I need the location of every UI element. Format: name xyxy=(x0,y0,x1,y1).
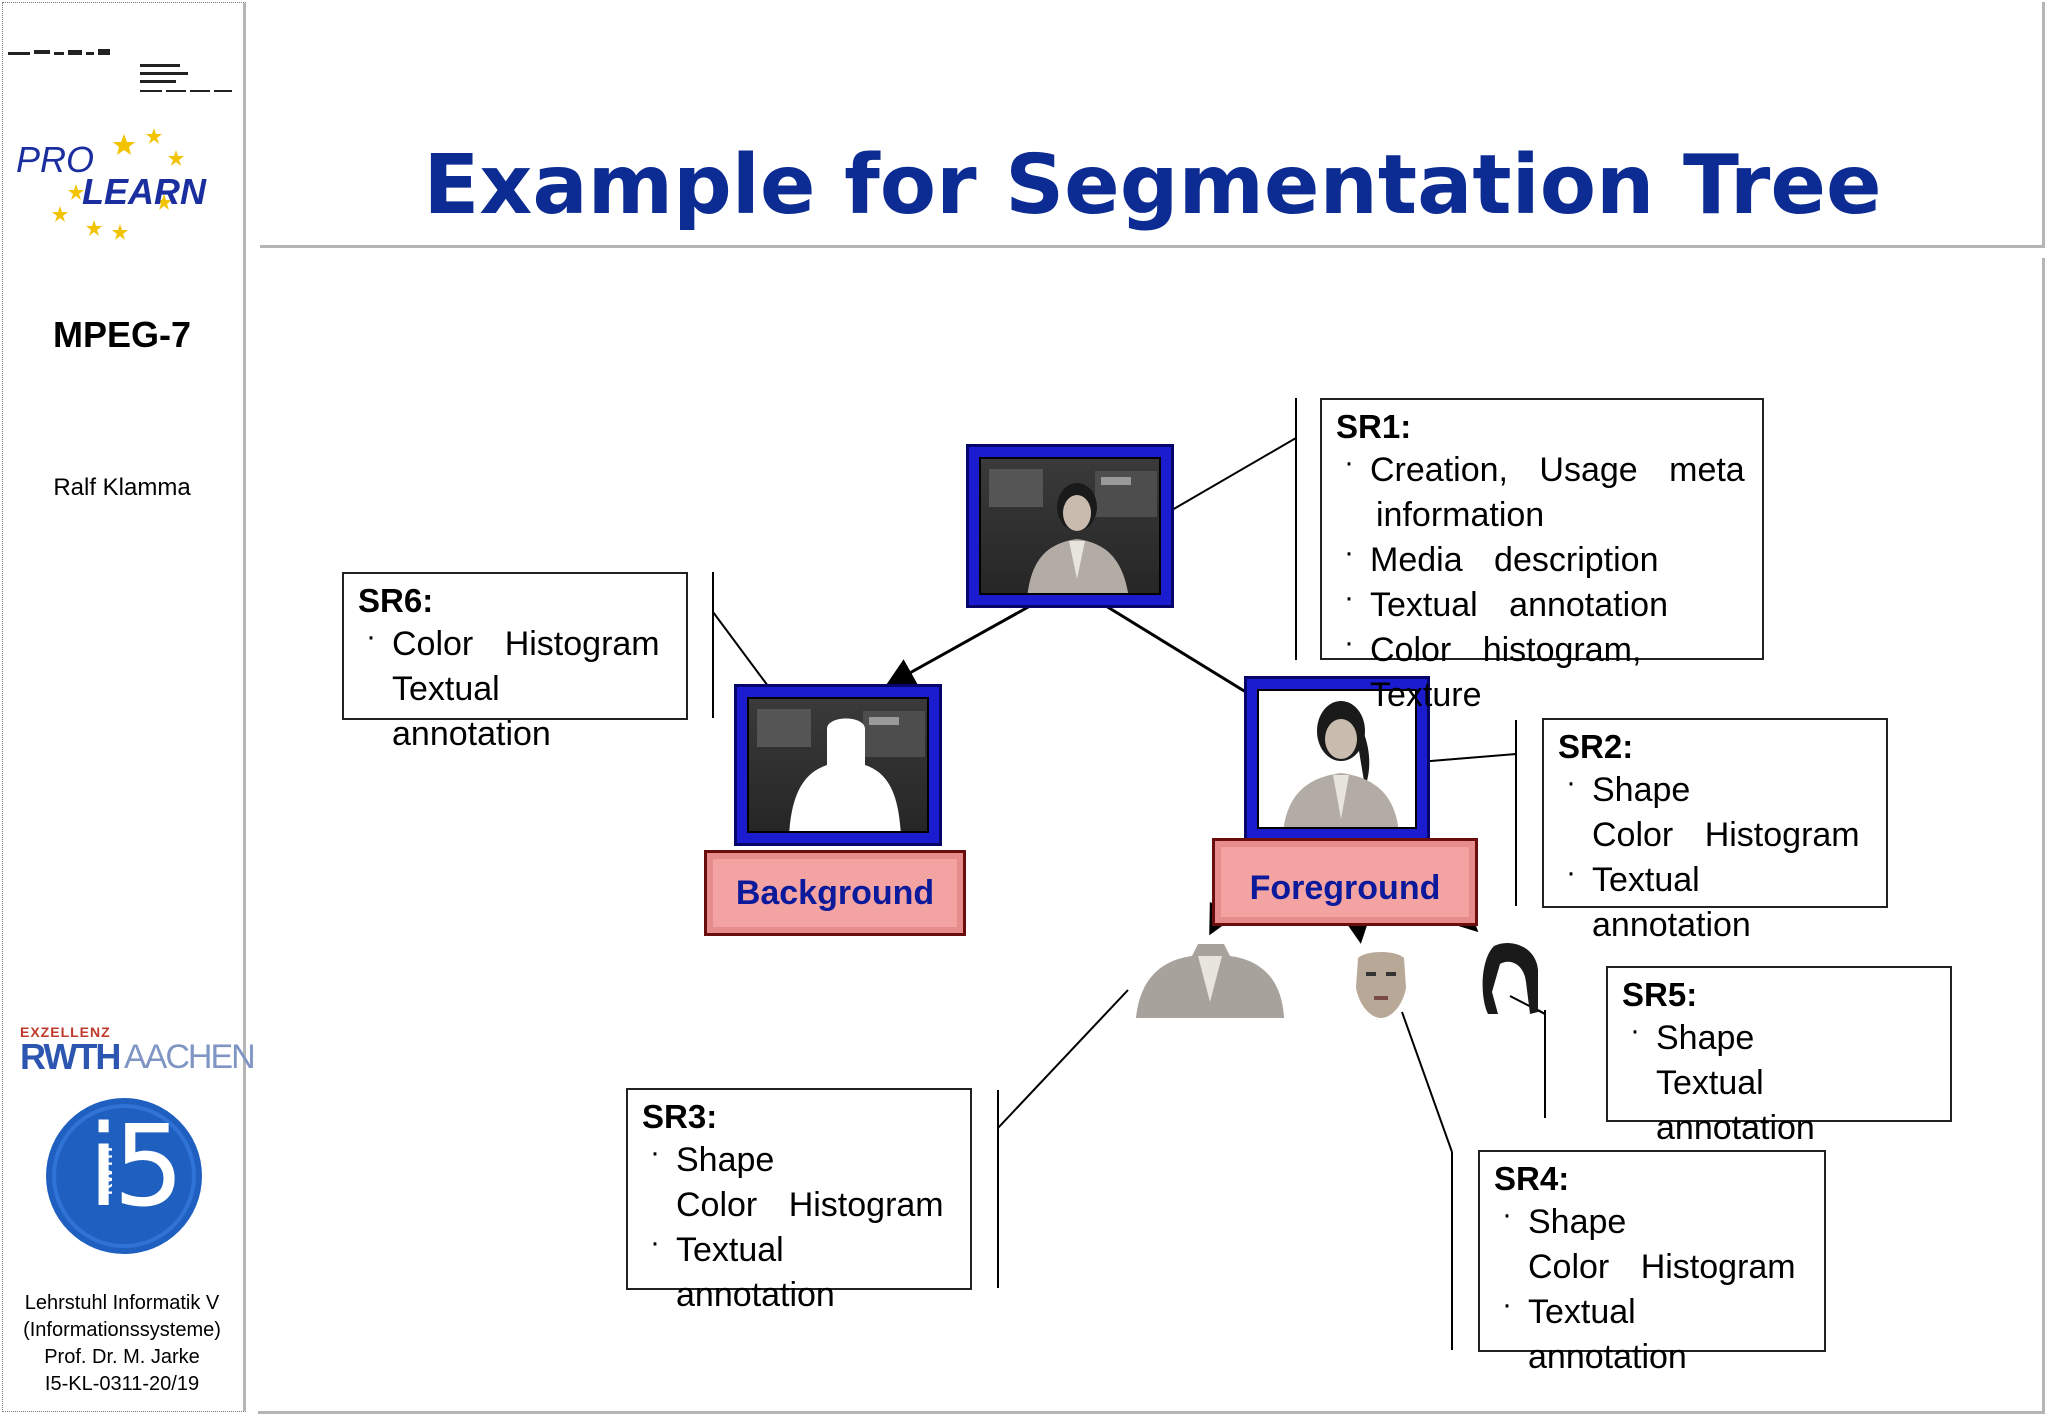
sr4-box: SR4: Shape Color Histogram Textual annot… xyxy=(1478,1150,1826,1376)
background-silhouette-image xyxy=(757,709,925,831)
sr4-title: SR4: xyxy=(1494,1160,1570,1197)
footer-line-code: I5-KL-0311-20/19 xyxy=(44,1373,200,1395)
background-segment-image xyxy=(734,684,942,846)
background-label-box: Background xyxy=(704,850,966,936)
footer-line-prof: Prof. Dr. M. Jarke xyxy=(44,1346,200,1368)
footer-line-chair: Lehrstuhl Informatik V xyxy=(24,1292,220,1314)
prolearn-logo: PRO LEARN xyxy=(14,124,230,244)
sr3-item: Shape xyxy=(650,1130,970,1183)
body-segment-image xyxy=(1132,944,1288,1018)
sr2-item: Textual annotation xyxy=(1566,850,1886,948)
sr6-item: Color Histogram xyxy=(366,614,686,667)
footer-line-dept: (Informationssysteme) xyxy=(23,1319,221,1341)
sr2-list: Shape Color Histogram Textual annotation xyxy=(1544,760,1886,948)
foreground-label: Foreground xyxy=(1249,869,1441,907)
prolearn-logo-graphic: PRO LEARN xyxy=(16,128,207,240)
content-frame xyxy=(258,258,2045,1414)
sidebar-footer: Lehrstuhl Informatik V (Informationssyst… xyxy=(0,1290,244,1398)
rwth-logo-main: RWTH xyxy=(20,1036,121,1077)
rwth-logo: EXZELLENZ RWTH AACHEN xyxy=(20,1024,256,1080)
header-noise-graphic xyxy=(8,49,232,92)
sidebar xyxy=(2,2,246,1412)
sr3-box: SR3: Shape Color Histogram Textual annot… xyxy=(626,1088,972,1314)
sr1-item: Color histogram, Texture xyxy=(1344,620,1762,718)
sr3-list: Shape Color Histogram Textual annotation xyxy=(628,1130,970,1318)
body-segment-graphic xyxy=(1136,944,1284,1018)
rwth-logo-top: EXZELLENZ xyxy=(20,1024,111,1040)
sr3-item: Textual annotation xyxy=(650,1220,970,1318)
hair-segment-graphic xyxy=(1482,943,1538,1014)
title-area xyxy=(260,2,2045,248)
prolearn-logo-text-learn: LEARN xyxy=(82,171,207,212)
sr1-item: Textual annotation xyxy=(1344,575,1762,628)
i5-logo-text: i5 xyxy=(88,1102,184,1232)
header-noise-text xyxy=(8,44,238,96)
rwth-logo-city: AACHEN xyxy=(124,1038,256,1076)
slide-title: Example for Segmentation Tree xyxy=(423,138,1882,233)
sr6-box: SR6: Color Histogram Textual annotation xyxy=(342,572,688,753)
author-name: Ralf Klamma xyxy=(53,474,191,501)
face-segment-image xyxy=(1352,950,1410,1018)
face-segment-graphic xyxy=(1356,952,1406,1018)
i5-logo: RWTH i5 xyxy=(44,1096,204,1256)
sr6-item: Textual annotation xyxy=(392,670,551,753)
sr5-item: Textual annotation xyxy=(1656,1064,1815,1147)
sr2-item: Color Histogram xyxy=(1592,816,1860,854)
sr1-item-continued: information xyxy=(1376,496,1545,534)
sr6-list: Color Histogram Textual annotation xyxy=(344,614,686,757)
sr1-list: Creation, Usage meta information Media d… xyxy=(1322,440,1762,718)
sr4-item: Color Histogram xyxy=(1528,1248,1796,1286)
sr1-item: Creation, Usage meta xyxy=(1344,440,1762,493)
sr2-title: SR2: xyxy=(1558,728,1634,765)
sr6-title: SR6: xyxy=(358,582,434,619)
foreground-label-box: Foreground xyxy=(1212,838,1478,926)
sr3-title: SR3: xyxy=(642,1098,718,1135)
sr2-box: SR2: Shape Color Histogram Textual annot… xyxy=(1542,718,1888,944)
anchor-woman-image xyxy=(989,469,1157,593)
sr4-list: Shape Color Histogram Textual annotation xyxy=(1480,1192,1824,1380)
sr3-item: Color Histogram xyxy=(676,1186,944,1224)
sr5-list: Shape Textual annotation xyxy=(1608,1008,1950,1151)
sr1-item: Media description xyxy=(1344,530,1762,583)
course-name: MPEG-7 xyxy=(52,314,192,355)
hair-segment-image xyxy=(1480,942,1542,1016)
background-label: Background xyxy=(735,874,935,912)
sr5-item: Shape xyxy=(1630,1008,1950,1061)
sr1-box: SR1: Creation, Usage meta information Me… xyxy=(1320,398,1764,714)
sr2-item: Shape xyxy=(1566,760,1886,813)
full-frame-image xyxy=(966,444,1174,608)
prolearn-logo-text-pro: PRO xyxy=(16,139,94,180)
i5-logo-graphic xyxy=(46,1098,202,1254)
sr4-item: Shape xyxy=(1502,1192,1824,1245)
sr4-item: Textual annotation xyxy=(1502,1282,1824,1380)
sr1-title: SR1: xyxy=(1336,408,1412,445)
sr5-title: SR5: xyxy=(1622,976,1698,1013)
sr5-box: SR5: Shape Textual annotation xyxy=(1606,966,1952,1147)
